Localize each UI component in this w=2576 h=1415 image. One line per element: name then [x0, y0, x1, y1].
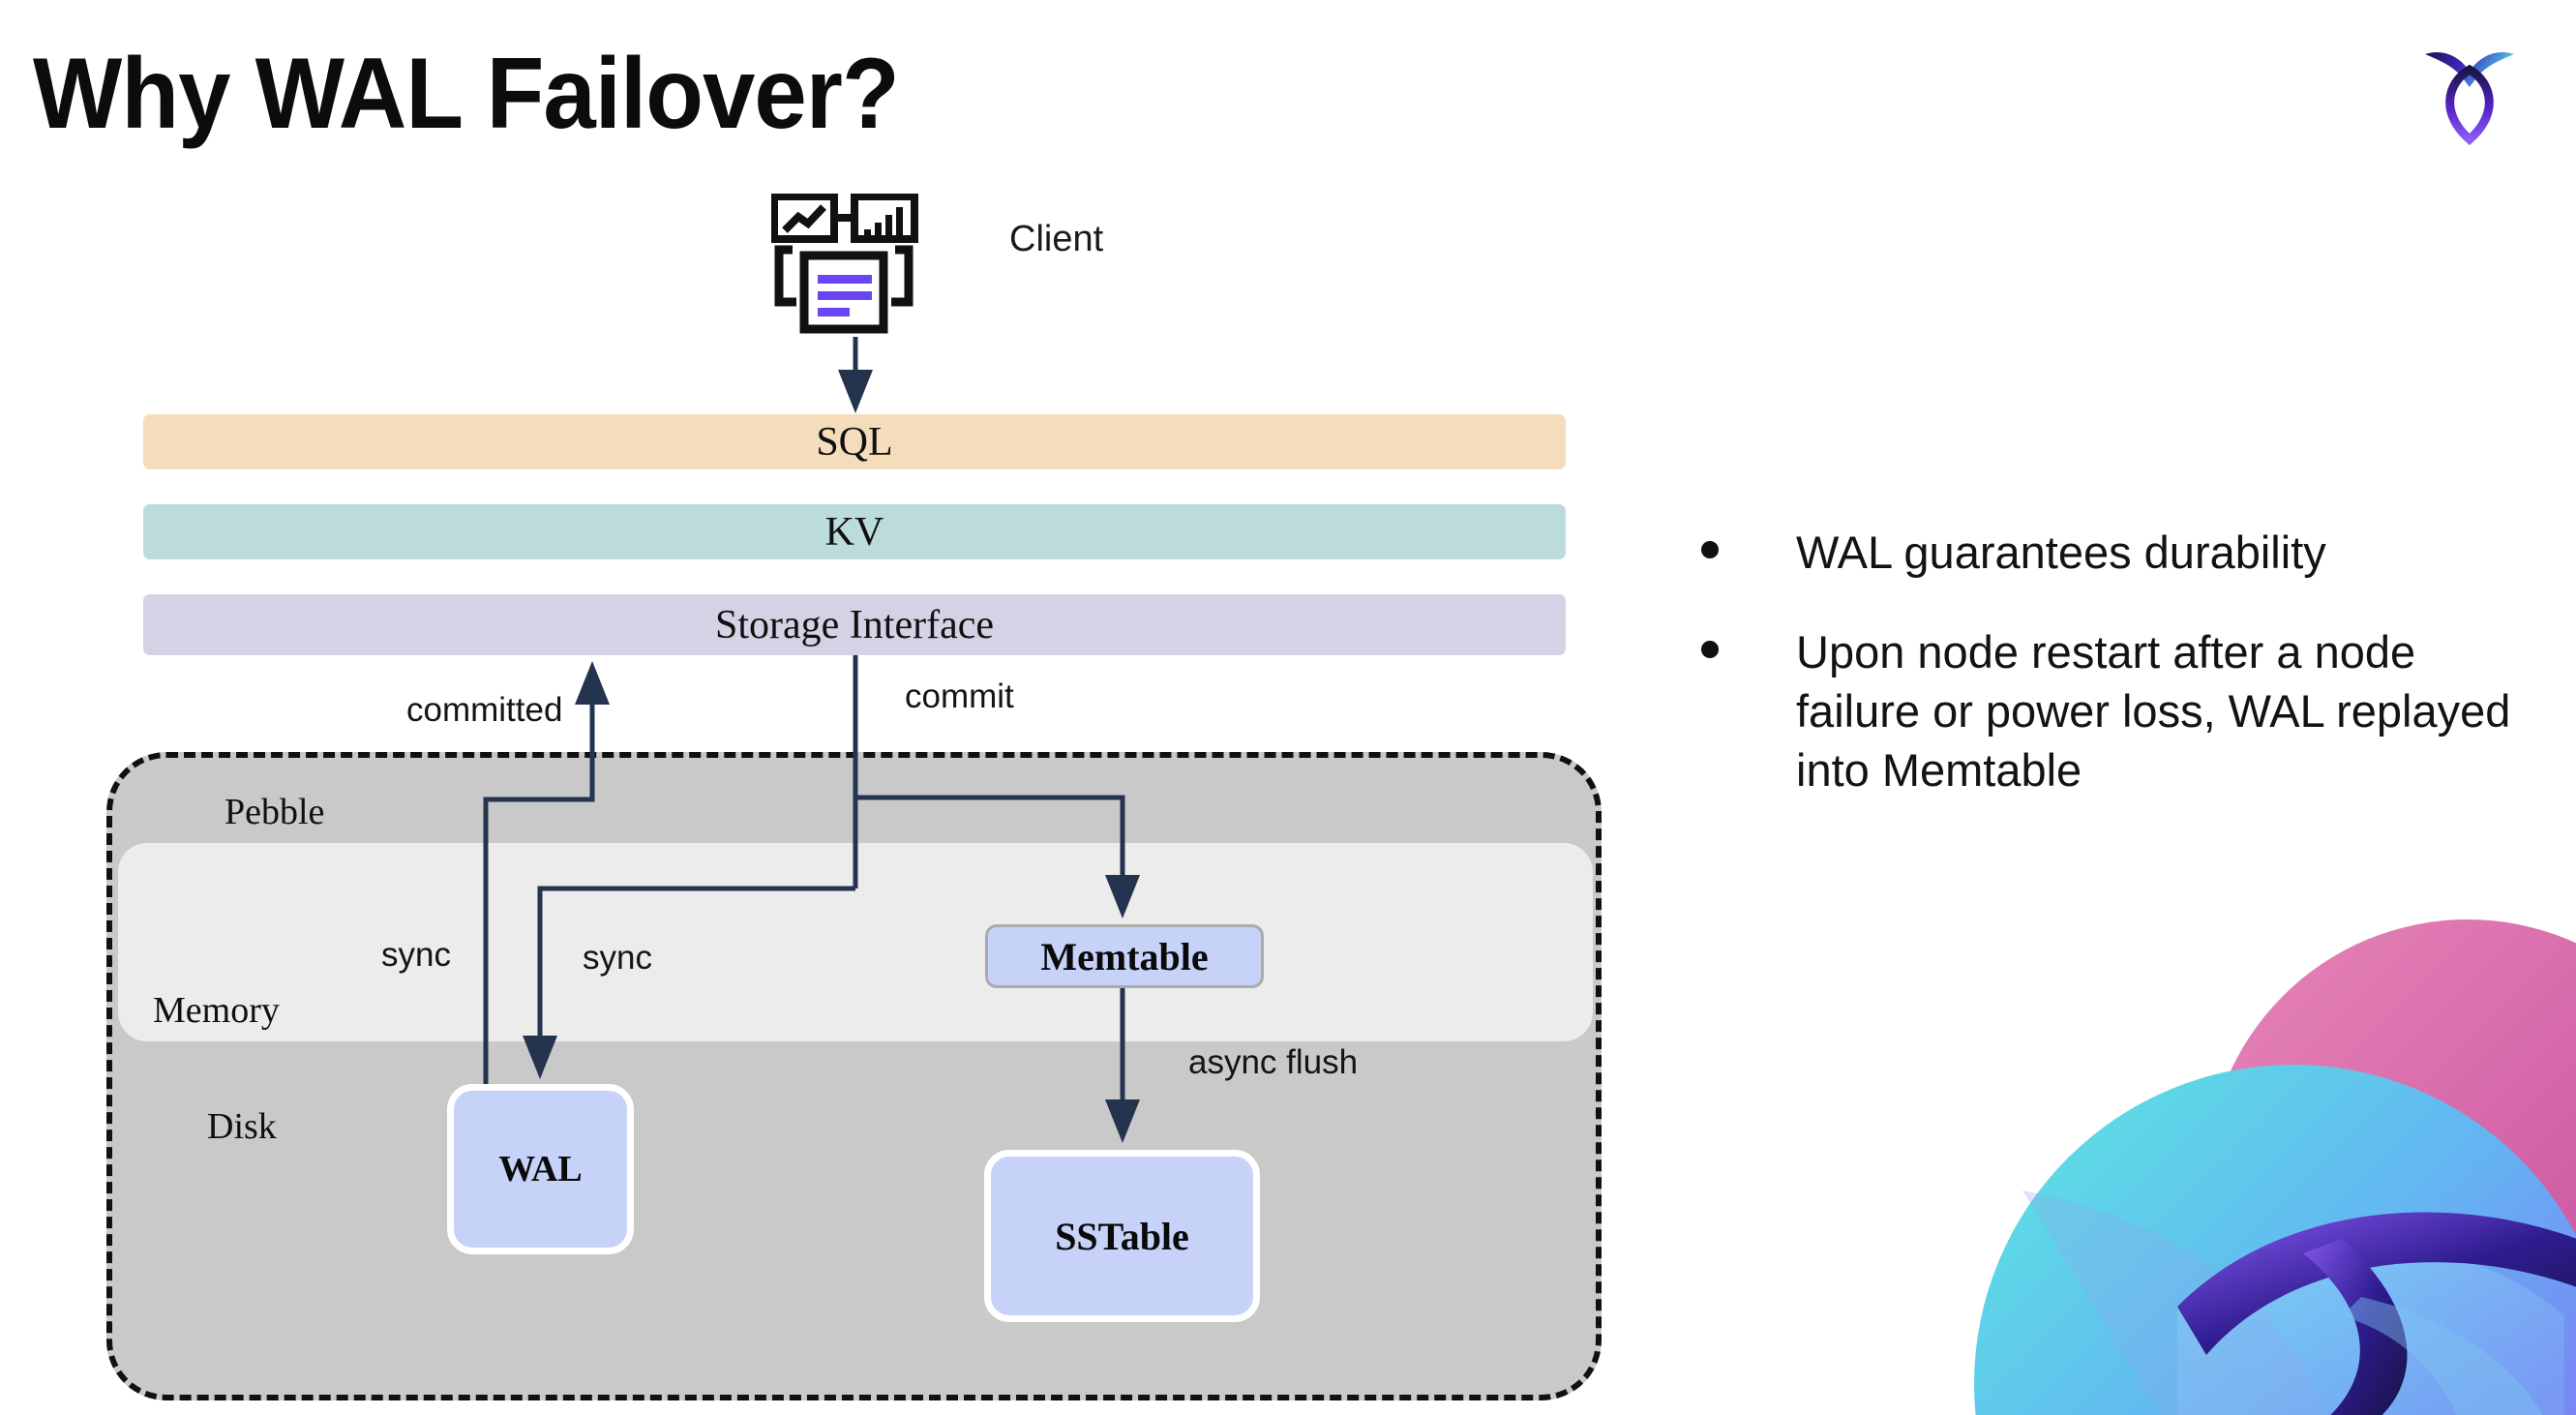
list-item: WAL guarantees durability	[1701, 523, 2533, 582]
bullet-text: WAL guarantees durability	[1796, 527, 2326, 578]
page-title: Why WAL Failover?	[33, 38, 900, 150]
memory-region	[118, 843, 1593, 1041]
edge-label-sync-2: sync	[583, 939, 652, 977]
memory-region-label: Memory	[153, 990, 280, 1031]
disk-region-label: Disk	[207, 1106, 277, 1147]
edge-label-async-flush: async flush	[1188, 1043, 1359, 1081]
pebble-label: Pebble	[225, 792, 325, 832]
bullet-text: Upon node restart after a node failure o…	[1796, 626, 2511, 797]
edge-label-committed: committed	[406, 691, 563, 729]
client-label: Client	[1009, 219, 1104, 259]
layer-bar-storage-interface: Storage Interface	[143, 594, 1566, 655]
node-sstable: SSTable	[984, 1150, 1260, 1322]
cockroachdb-logo	[2411, 31, 2528, 147]
layer-bar-kv: KV	[143, 504, 1566, 559]
edge-label-commit: commit	[905, 677, 1014, 715]
node-memtable: Memtable	[985, 924, 1264, 988]
client-monitor-icon	[770, 193, 931, 337]
layer-bar-sql: SQL	[143, 414, 1566, 469]
node-wal: WAL	[447, 1084, 634, 1254]
bullet-dot-icon	[1701, 641, 1719, 659]
bullet-dot-icon	[1701, 541, 1719, 558]
list-item: Upon node restart after a node failure o…	[1701, 622, 2533, 799]
edge-label-sync-1: sync	[381, 936, 451, 974]
bullet-list: WAL guarantees durability Upon node rest…	[1701, 523, 2533, 840]
decorative-logo-art	[1887, 900, 2576, 1415]
